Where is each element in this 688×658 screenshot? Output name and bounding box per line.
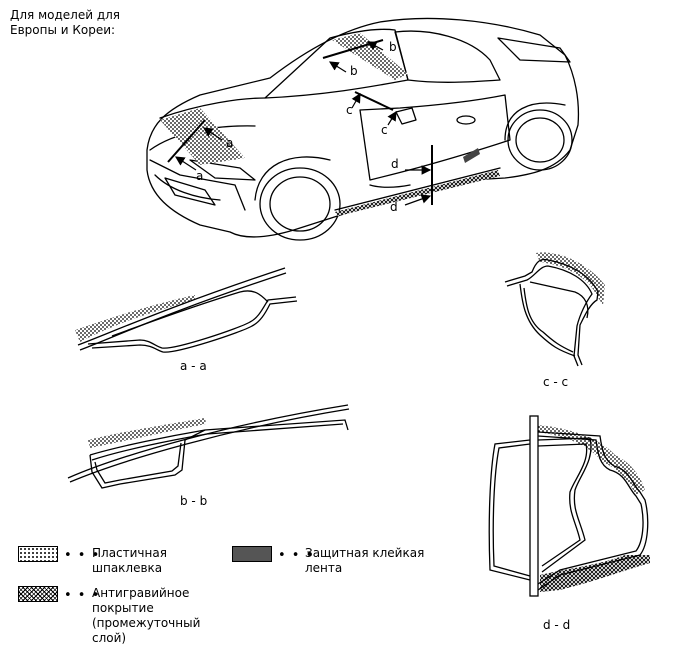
legend-chip-label: Антигравийное покрытие (промежуточный сл… — [92, 586, 201, 645]
legend-putty-leader: • • • — [64, 548, 101, 563]
section-b-b-drawing — [67, 404, 350, 489]
legend-putty-label: Пластичная шпаклевка — [92, 546, 167, 575]
section-label-d-d: d - d — [543, 618, 571, 632]
header-note: Для моделей для Европы и Кореи: — [10, 8, 121, 37]
section-label-a-a: a - a — [180, 359, 207, 373]
section-label-b-b: b - b — [180, 494, 208, 508]
callout-c-right: c — [381, 123, 388, 137]
protective-tape-area — [463, 148, 480, 163]
callout-a-upper: a — [226, 136, 234, 150]
roof-putty-area — [332, 33, 408, 80]
car-illustration — [146, 17, 580, 241]
legend-tape-label: Защитная клейкая лента — [305, 546, 425, 575]
rocker-chip-area — [335, 170, 500, 216]
section-label-c-c: c - c — [543, 375, 569, 389]
callout-d-upper: d — [391, 157, 399, 171]
callout-b-upper: b — [389, 40, 397, 54]
callout-d-lower: d — [390, 200, 398, 214]
callout-a-lower: a — [196, 169, 204, 183]
callout-c-left: c — [346, 103, 353, 117]
legend-tape-leader: • • • — [278, 548, 315, 563]
section-d-d-drawing — [488, 415, 650, 597]
legend-putty-swatch — [18, 546, 58, 562]
section-a-a-drawing — [75, 267, 298, 353]
hood-putty-area — [160, 108, 245, 165]
section-c-c-drawing — [504, 252, 605, 367]
callout-b-lower: b — [350, 64, 358, 78]
legend-chip-swatch — [18, 586, 58, 602]
legend-chip-leader: • • • — [64, 588, 101, 603]
legend-tape-swatch — [232, 546, 272, 562]
callout-arrows — [174, 41, 432, 206]
